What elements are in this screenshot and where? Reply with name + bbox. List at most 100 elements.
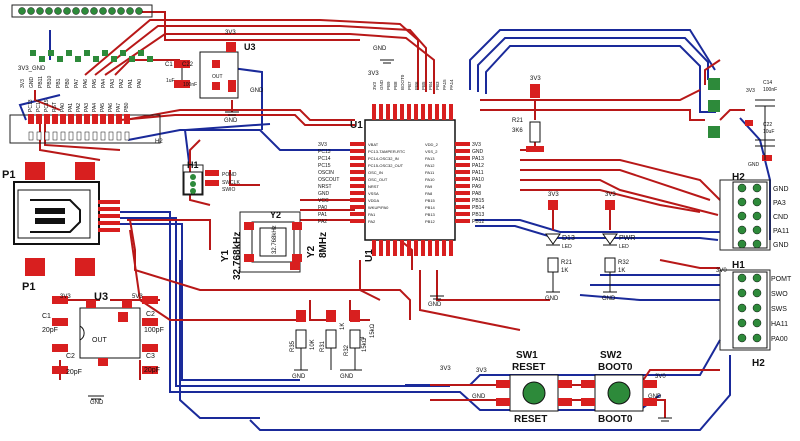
top-strip-pad [117, 7, 125, 15]
top-strip-pad [90, 7, 98, 15]
left-strip-pin-label: PA1 [68, 103, 74, 112]
mcu-right-pin-label: PB14 [472, 205, 484, 211]
usb-ref-top: P1 [2, 169, 15, 181]
mcu-left-pin-label: OSCOUT [318, 177, 339, 183]
r32-ref: R32 [344, 344, 350, 356]
mcu-top-pin-label: PA15 [442, 79, 447, 90]
mcu-bottom-pad [414, 240, 418, 256]
reg-top-ref: U3 [244, 42, 256, 52]
mcu-left-pin-label: PA2 [318, 219, 327, 225]
r31-val: 1K [340, 323, 346, 330]
left-strip-pad [60, 114, 66, 124]
r32-val: 15kΩ [362, 337, 368, 352]
mcu-left-pin-label: NRST [318, 184, 332, 190]
h2-upper-pin [737, 183, 747, 193]
mcu-top-pin-label: 3V3 [372, 81, 377, 90]
left-strip-hole [124, 131, 130, 141]
reg-top-c2: C22 [182, 62, 194, 68]
h1-pin-0: POND [222, 172, 237, 178]
mcu-inner-left-label: VSSA [368, 191, 379, 196]
left-strip-pad [44, 114, 50, 124]
h1-pin-2: SWIO [222, 187, 235, 193]
top-strip-via [129, 56, 135, 62]
r35-val: 10K [310, 339, 316, 350]
top-strip-pin-label: GND [29, 77, 35, 89]
mcu-right-pin-label: PA8 [472, 191, 481, 197]
mcu-inner-left-label: OSC_IN [368, 170, 383, 175]
h1-lower-pin-label: POMT [771, 276, 792, 283]
sw2-top: BOOT0 [598, 362, 633, 373]
top-strip-pin-label: PA5 [92, 79, 98, 88]
h1-lower-pin [752, 273, 762, 283]
c14-ref: C14 [763, 80, 772, 86]
top-strip-pad [45, 7, 53, 15]
mcu-left-pads [350, 142, 365, 223]
mcu-bottom-pad [386, 240, 390, 256]
pwr-ref: PWR [619, 235, 635, 242]
mcu-right-pin-label: PA10 [472, 177, 484, 183]
left-strip-hole [92, 131, 98, 141]
reg-top-out: OUT [212, 74, 223, 80]
mcu-right-pad [455, 177, 470, 181]
mcu-top-pad [400, 104, 404, 120]
resistor-top: 3V3 R21 3K6 [512, 76, 544, 152]
left-strip-hole [116, 131, 122, 141]
mcu-left-pin-label: 3V3 [318, 142, 327, 148]
h1-lower-pin [752, 318, 762, 328]
sw2-ref: SW2 [600, 350, 622, 361]
h1-lower-pin [752, 303, 762, 313]
mcu-left-pin-label: VCC [318, 198, 329, 204]
top-strip-pad [81, 7, 89, 15]
sw-net-3v3: 3V3 [440, 366, 451, 372]
left-strip-pin-label: PA2 [76, 103, 82, 112]
h1-lower-ref: H1 [732, 260, 745, 271]
h2-upper-pin [752, 239, 762, 249]
r35-ref: R35 [290, 340, 296, 352]
left-strip-hole [100, 131, 106, 141]
mcu-inner-left-label: VBAT [368, 142, 379, 147]
sw-net-3v3b: 3V3 [476, 368, 487, 374]
mcu-top-pad [379, 104, 383, 120]
regulator-top: U3 3V3 GND OUT C1 1uF C22 100nF GND [165, 30, 264, 124]
c22-val: 10uF [763, 129, 774, 135]
left-strip-hole [52, 131, 58, 141]
mcu-right-pad [455, 156, 470, 160]
mcu-top-pad [386, 104, 390, 120]
top-strip-pad [135, 7, 143, 15]
left-strip-hole [36, 131, 42, 141]
h1-lower-pins [737, 273, 762, 343]
top-strip-pad [72, 7, 80, 15]
r32b-ref: R32 [618, 260, 630, 266]
h1-lower-pin-label: PA00 [771, 336, 788, 343]
left-strip-pad [36, 114, 42, 124]
mcu-top-pin-label: BOOT0 [400, 74, 405, 90]
reg-top-c2v: 100nF [183, 82, 197, 88]
mcu-top-pin-label: PB7 [407, 81, 412, 90]
left-strip-pads [28, 114, 130, 141]
mcu-right-pin-label: GND [472, 149, 484, 155]
left-strip-pad [52, 114, 58, 124]
mcu-top-pad [428, 104, 432, 120]
mcu-inner-right-label: PA10 [425, 177, 435, 182]
top-strip-pad [27, 7, 35, 15]
left-strip-pad [116, 114, 122, 124]
top-strip-pin-label: PA4 [101, 79, 107, 88]
mcu-inner-right-label: PA9 [425, 184, 433, 189]
top-strip-via [48, 50, 54, 56]
mcu-left-pin-label: PA1 [318, 212, 327, 218]
mcu-top-pad [407, 104, 411, 120]
mcu-right-pads [455, 142, 470, 223]
left-strip-pin-label: PA3 [84, 103, 90, 112]
r-top-val: 3K6 [512, 128, 523, 134]
mcu-bottom-pad [407, 240, 411, 256]
mcu-left-pin-label: PC14 [318, 156, 331, 162]
mcu-right-pad [455, 205, 470, 209]
y1-ref: Y1 [220, 249, 231, 262]
crystals: 32.768kHz Y2 Y1 32.768kHz Y2 8MHz [220, 210, 329, 280]
blue-traces [18, 29, 771, 431]
mcu-left-pad [350, 142, 365, 146]
r32b-val: 1K [618, 268, 625, 274]
mcu-right-pin-label: PB13 [472, 212, 484, 218]
